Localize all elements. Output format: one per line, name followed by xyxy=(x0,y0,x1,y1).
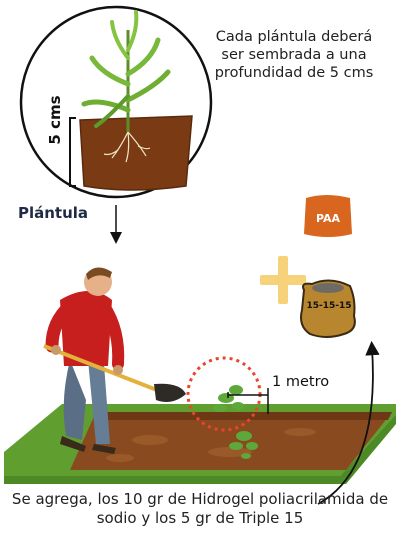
depth-bracket xyxy=(69,117,76,187)
gardener-with-shovel-icon xyxy=(43,267,186,454)
plant-seedling-icon xyxy=(81,10,171,132)
fertilizer-bag-label: 15-15-15 xyxy=(306,301,352,311)
plantula-label: Plántula xyxy=(18,204,89,222)
bottom-caption: Se agrega, los 10 gr de Hidrogel poliacr… xyxy=(11,490,389,527)
root-icon xyxy=(103,131,151,163)
arrow-icon xyxy=(317,340,380,505)
distance-bracket xyxy=(227,388,269,414)
distance-label: 1 metro xyxy=(272,374,330,390)
highlight-dashed-circle xyxy=(186,356,262,432)
paa-bag-label: PAA xyxy=(315,212,341,225)
paa-bag-icon xyxy=(304,195,352,237)
seedling-detail-circle xyxy=(19,5,213,199)
top-caption: Cada plántula deberá ser sembrada a una … xyxy=(214,29,374,81)
plus-icon xyxy=(260,256,306,304)
fertilizer-bag-icon xyxy=(300,279,356,338)
depth-label: 5 cms xyxy=(46,95,64,145)
